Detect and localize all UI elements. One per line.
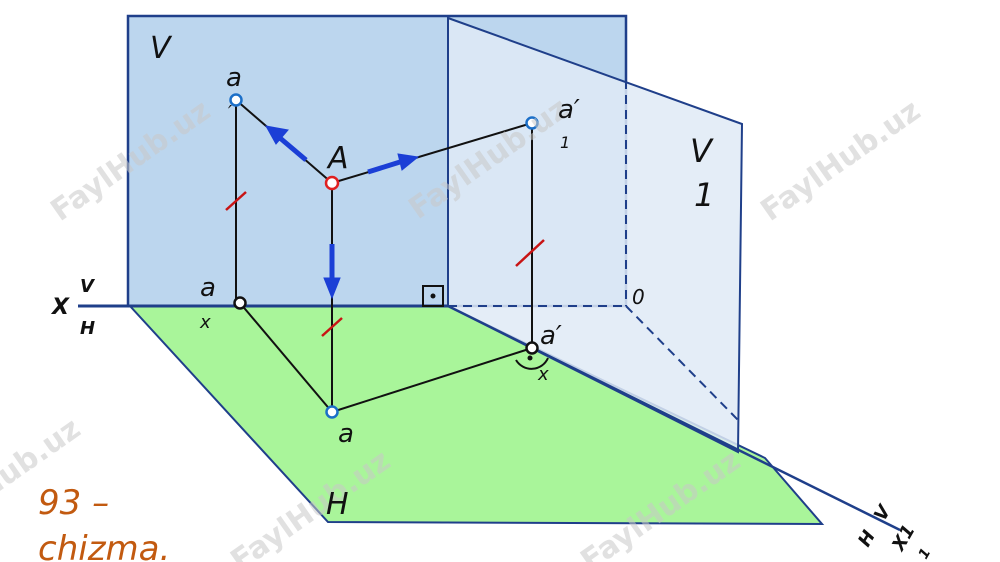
right-angle-dot [430, 293, 436, 299]
label-plane-v: V [150, 31, 173, 66]
watermark-4: FaylHub.uz [0, 411, 87, 546]
label-axis-v: V [80, 276, 96, 297]
direction-arrows [265, 125, 420, 300]
caption-line-1: 93 – [38, 483, 109, 523]
caption-line-2: chizma. [38, 529, 170, 562]
label-axis-x: X [50, 295, 70, 320]
label-axis2-h: H [854, 527, 880, 551]
label-a-x1-main: a′ [540, 321, 562, 351]
label-a-v1-sub: 1 [560, 133, 570, 152]
equal-ticks [225, 191, 545, 337]
point-a-x1 [525, 341, 539, 355]
axis-x1-line [447, 304, 901, 532]
label-a-x-main: a [200, 273, 216, 303]
label-plane-v1-top: V [690, 132, 714, 170]
label-plane-h: H [326, 487, 349, 522]
right-angle-arc [515, 357, 549, 370]
point-a-frontal [229, 93, 243, 107]
label-point-a-big: A [326, 141, 349, 176]
label-plane-v1-bottom: 1 [694, 176, 714, 214]
label-a-x-sub: x [199, 312, 211, 333]
label-axis2-sub: 1 [916, 546, 935, 562]
label-a-v1-main: a′ [558, 95, 580, 125]
watermark-3: FaylHub.uz [755, 93, 927, 228]
right-angle-marker [422, 285, 444, 307]
point-a-space [324, 175, 340, 191]
label-a-x1-sub: x [537, 364, 549, 385]
hidden-edges [448, 80, 739, 421]
label-a-v-main: a [226, 63, 242, 93]
label-axis-h: H [80, 318, 95, 339]
label-a-v-sub: ′ [228, 102, 232, 123]
point-a-x [233, 296, 247, 310]
point-a-horizontal [325, 405, 339, 419]
right-angle-arc-dot [527, 355, 533, 361]
label-origin: 0 [632, 285, 645, 309]
label-axis2-v: V [870, 500, 896, 524]
point-a-v1 [525, 116, 539, 130]
label-a-h: a [338, 419, 354, 449]
